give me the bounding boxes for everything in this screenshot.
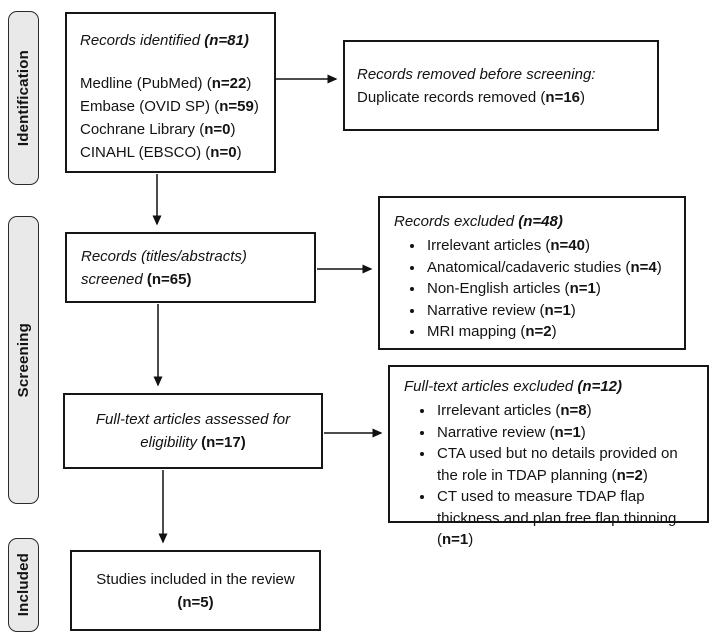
- database-line: Cochrane Library (n=0): [80, 118, 262, 141]
- box-heading-line2: screened (n=65): [81, 268, 300, 291]
- text-run: CTA used but no details provided on the …: [437, 445, 678, 484]
- count-run: n=1: [544, 301, 571, 319]
- count-run: (n=48): [518, 213, 563, 230]
- text-run: CINAHL (EBSCO) (: [80, 144, 211, 161]
- text-run: ): [246, 75, 252, 92]
- text-run: Cochrane Library (: [80, 121, 205, 138]
- text-run: ): [586, 402, 592, 419]
- count-run: n=2: [616, 466, 643, 484]
- count-run: n=0: [204, 121, 231, 138]
- database-line: CINAHL (EBSCO) (n=0): [80, 141, 262, 164]
- text-run: ): [253, 98, 259, 115]
- list-item: Anatomical/cadaveric studies (n=4): [425, 257, 676, 279]
- exclusion-list: Irrelevant articles (n=40) Anatomical/ca…: [394, 235, 676, 343]
- database-line: Medline (PubMed) (n=22): [80, 72, 262, 95]
- detail-line: Duplicate records removed (n=16): [357, 86, 645, 109]
- text-run: Non-English articles (: [427, 280, 570, 297]
- stage-label-text: Identification: [15, 49, 32, 147]
- list-item: CT used to measure TDAP flap thickness a…: [435, 486, 701, 551]
- count-run: n=2: [525, 323, 552, 340]
- count-run: n=59: [219, 98, 254, 115]
- box-heading: Full-text articles excluded (n=12): [404, 375, 701, 398]
- text-run: ): [551, 323, 557, 340]
- text-run: Full-text articles excluded: [404, 378, 578, 395]
- count-run: n=8: [560, 402, 587, 419]
- box-heading: Records excluded (n=48): [394, 210, 676, 233]
- count-run: n=22: [211, 75, 247, 92]
- spacer: [80, 52, 262, 72]
- count-run: n=0: [210, 144, 237, 161]
- count-run: (: [177, 593, 183, 611]
- list-item: CTA used but no details provided on the …: [435, 443, 701, 486]
- box-content: Studies included in the review (n=5): [80, 552, 311, 629]
- count-run: (n=17): [201, 434, 246, 451]
- box-records-excluded: Records excluded (n=48) Irrelevant artic…: [378, 196, 686, 350]
- box-studies-included: Studies included in the review (n=5): [70, 550, 321, 631]
- box-heading-line2: (n=5): [80, 591, 311, 614]
- text-run: ): [580, 88, 586, 106]
- text-run: ): [468, 531, 474, 548]
- stage-label-identification: Identification: [8, 11, 39, 185]
- count-run: n=1: [569, 280, 596, 297]
- text-run: CT used to measure TDAP flap thickness a…: [437, 488, 677, 548]
- count-run: (n=65): [146, 270, 192, 288]
- count-run: n=5: [182, 593, 209, 611]
- box-heading: Studies included in the review: [96, 570, 295, 588]
- text-run: Anatomical/cadaveric studies (: [427, 258, 631, 276]
- text-run: ): [642, 466, 648, 484]
- count-run: n=16: [545, 88, 581, 106]
- box-content: Full-text articles assessed for eligibil…: [73, 395, 313, 467]
- count-run: (n=12): [577, 378, 623, 395]
- text-run: Records excluded: [394, 213, 519, 230]
- list-item: Narrative review (n=1): [435, 422, 701, 444]
- list-item: Non-English articles (n=1): [425, 278, 676, 300]
- list-item: Narrative review (n=1): [425, 300, 676, 322]
- text-run: screened: [81, 270, 147, 288]
- text-run: eligibility: [140, 434, 202, 451]
- text-run: Irrelevant articles (: [437, 402, 561, 419]
- text-run: ): [584, 237, 590, 254]
- text-run: ): [595, 280, 601, 297]
- box-content: Records removed before screening: Duplic…: [357, 42, 645, 129]
- stage-label-screening: Screening: [8, 216, 39, 504]
- box-heading-line2: eligibility (n=17): [73, 431, 313, 454]
- text-run: Narrative review (: [427, 301, 545, 319]
- box-content: Records (titles/abstracts) screened (n=6…: [81, 234, 300, 301]
- exclusion-list: Irrelevant articles (n=8) Narrative revi…: [404, 400, 701, 551]
- count-run: (n=81): [204, 32, 249, 49]
- text-run: Medline (PubMed) (: [80, 75, 212, 92]
- count-run: n=4: [630, 258, 657, 276]
- stage-label-text: Included: [15, 553, 32, 617]
- text-run: Duplicate records removed (: [357, 88, 546, 106]
- text-run: ): [656, 258, 662, 276]
- text-run: ): [580, 423, 586, 441]
- box-records-identified: Records identified (n=81) Medline (PubMe…: [65, 12, 276, 173]
- text-run: Irrelevant articles (: [427, 237, 551, 254]
- text-run: ): [570, 301, 576, 319]
- stage-label-included: Included: [8, 538, 39, 632]
- box-records-removed: Records removed before screening: Duplic…: [343, 40, 659, 131]
- text-run: Embase (OVID SP) (: [80, 98, 220, 115]
- stage-label-text: Screening: [15, 322, 32, 398]
- database-line: Embase (OVID SP) (n=59): [80, 95, 262, 118]
- list-item: Irrelevant articles (n=40): [425, 235, 676, 257]
- text-run: MRI mapping (: [427, 323, 526, 340]
- text-run: ): [230, 121, 236, 138]
- count-run: ): [208, 593, 214, 611]
- box-records-screened: Records (titles/abstracts) screened (n=6…: [65, 232, 316, 303]
- count-run: n=1: [554, 423, 581, 441]
- box-fulltext-assessed: Full-text articles assessed for eligibil…: [63, 393, 323, 469]
- text-run: Narrative review (: [437, 423, 555, 441]
- box-heading: Full-text articles assessed for: [95, 411, 291, 428]
- count-run: n=40: [550, 237, 585, 254]
- box-heading: Records removed before screening:: [357, 65, 596, 83]
- list-item: MRI mapping (n=2): [425, 321, 676, 343]
- box-fulltext-excluded: Full-text articles excluded (n=12) Irrel…: [388, 365, 709, 548]
- list-item: Irrelevant articles (n=8): [435, 400, 701, 422]
- box-heading: Records (titles/abstracts): [81, 247, 247, 265]
- box-heading: Records identified (n=81): [80, 29, 262, 52]
- text-run: ): [236, 144, 242, 161]
- text-run: Records identified: [80, 32, 205, 49]
- count-run: n=1: [442, 531, 469, 548]
